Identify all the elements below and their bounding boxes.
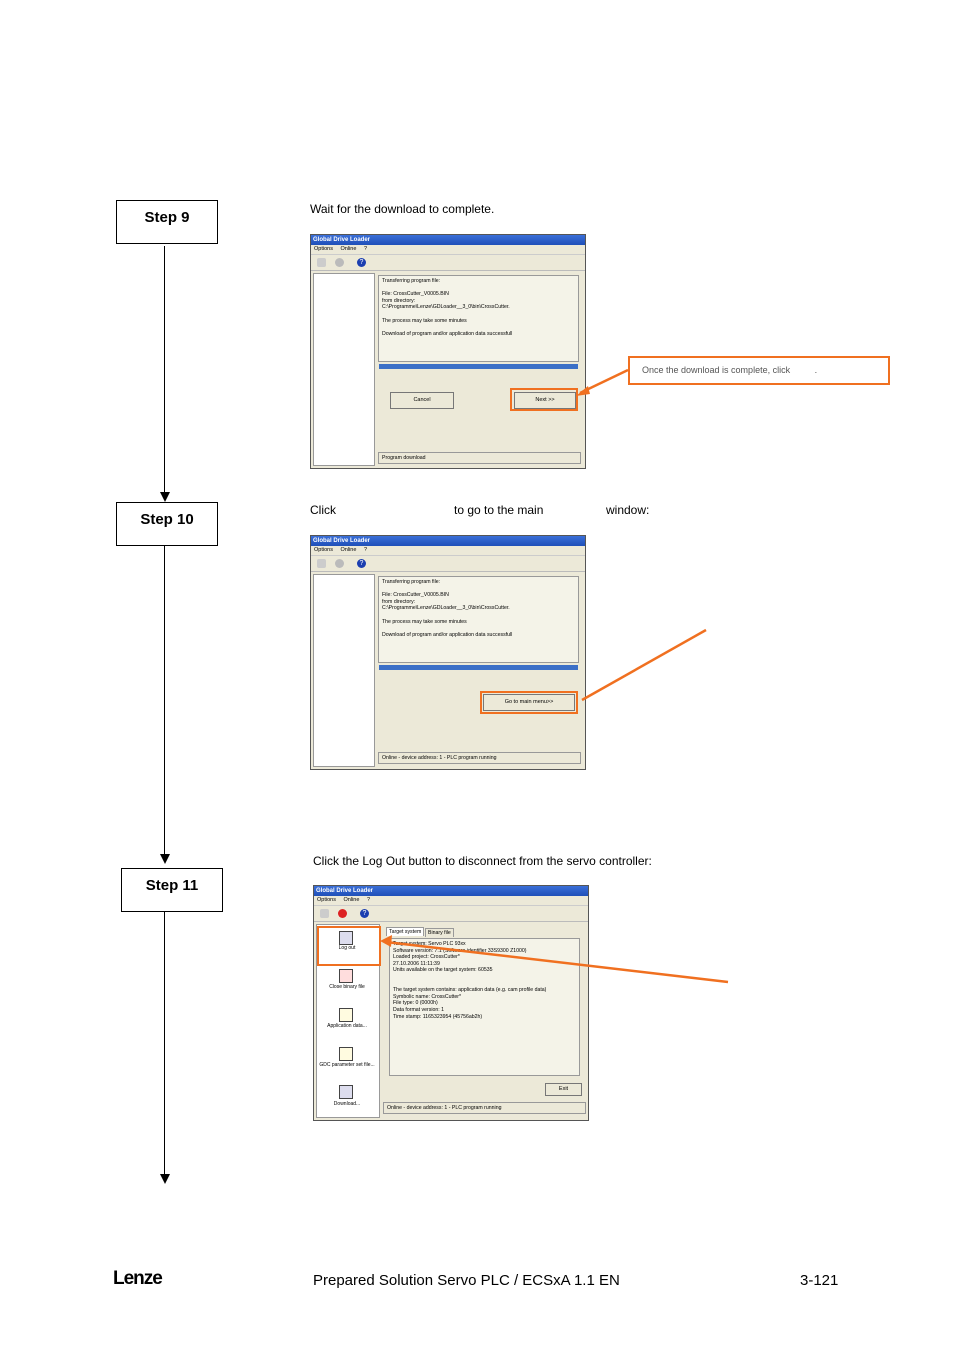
menu-options[interactable]: Options [314, 547, 333, 553]
gdl-window-download: Global Drive Loader Options Online ? ? T… [310, 234, 586, 469]
left-pane [313, 574, 375, 767]
toolbar: ? [311, 556, 585, 572]
door-icon[interactable] [317, 559, 326, 568]
lenze-logo: Lenze [113, 1268, 163, 1289]
window-title: Global Drive Loader [311, 235, 585, 245]
log-pane: Transferring program file: File: CrossCu… [378, 576, 579, 663]
highlight-logout-button [317, 926, 381, 966]
step-9-label: Step 9 [144, 209, 190, 226]
gdl-window-complete: Global Drive Loader Options Online ? ? T… [310, 535, 586, 770]
window-title: Global Drive Loader [314, 886, 588, 896]
stop-icon[interactable] [335, 559, 344, 568]
flow-line-3 [164, 912, 165, 1174]
next-button[interactable]: Next >> [514, 392, 576, 409]
main-menu-button[interactable]: Go to main menu>> [483, 694, 575, 711]
download-icon[interactable] [339, 1085, 353, 1099]
application-data-label[interactable]: Application data... [327, 1023, 367, 1029]
page-number: 3-121 [800, 1272, 839, 1289]
callout-arrowhead-step9 [576, 386, 590, 396]
menu-bar: Options Online ? [311, 546, 585, 556]
flow-line-1 [164, 246, 165, 494]
status-bar: Online - device address: 1 - PLC program… [383, 1102, 586, 1114]
callout-arrowhead-step11 [380, 935, 392, 947]
step-10-instruction-2: to go to the main [454, 503, 544, 517]
left-pane [313, 273, 375, 466]
help-icon[interactable]: ? [357, 559, 366, 568]
step-11-label: Step 11 [145, 877, 199, 894]
close-binary-file-label[interactable]: Close binary file [329, 984, 365, 990]
left-pane: Log out Close binary file Application da… [316, 924, 380, 1118]
footer-title: Prepared Solution Servo PLC / ECSxA 1.1 … [313, 1272, 620, 1289]
progress-bar [379, 364, 578, 369]
stop-icon[interactable] [335, 258, 344, 267]
highlight-main-menu-button [480, 691, 578, 714]
menu-help[interactable]: ? [363, 547, 367, 553]
gdc-parameter-icon[interactable] [339, 1047, 353, 1061]
step-11-instruction: Click the Log Out button to disconnect f… [313, 854, 652, 868]
menu-options[interactable]: Options [317, 897, 336, 903]
flow-arrowhead-2 [160, 854, 170, 864]
menu-online[interactable]: Online [340, 547, 357, 553]
exit-button[interactable]: Exit [545, 1083, 582, 1096]
highlight-next-button [510, 388, 578, 411]
menu-online[interactable]: Online [343, 897, 360, 903]
step-10-instruction-1: Click [310, 503, 336, 517]
callout-text-end: . [814, 365, 818, 375]
logout-label[interactable]: Log out [338, 945, 356, 951]
status-bar: Program download [378, 452, 581, 464]
progress-bar [379, 665, 578, 670]
logout-icon[interactable] [339, 931, 353, 945]
step-9-instruction: Wait for the download to complete. [310, 202, 495, 216]
step-10-instruction-3: window: [606, 503, 650, 517]
download-label[interactable]: Download... [333, 1101, 361, 1107]
gdl-window-main: Global Drive Loader Options Online ? ? L… [313, 885, 589, 1121]
tab-target-system[interactable]: Target system [386, 927, 425, 936]
toolbar: ? [311, 255, 585, 271]
toolbar: ? [314, 906, 588, 922]
door-icon[interactable] [317, 258, 326, 267]
status-bar: Online - device address: 1 - PLC program… [378, 752, 581, 764]
cancel-button[interactable]: Cancel [390, 392, 454, 409]
application-data-icon[interactable] [339, 1008, 353, 1022]
menu-help[interactable]: ? [366, 897, 370, 903]
help-icon[interactable]: ? [357, 258, 366, 267]
tab-binary-file[interactable]: Binary file [425, 928, 454, 937]
window-title: Global Drive Loader [311, 536, 585, 546]
close-binary-file-icon[interactable] [339, 969, 353, 983]
stop-icon[interactable] [338, 909, 347, 918]
menu-options[interactable]: Options [314, 246, 333, 252]
menu-bar: Options Online ? [314, 896, 588, 906]
step-10-box: Step 10 [116, 502, 218, 546]
help-icon[interactable]: ? [360, 909, 369, 918]
callout-text: Once the download is complete, click [642, 365, 791, 375]
callout-line-step10 [581, 628, 707, 702]
step-10-label: Step 10 [140, 511, 194, 528]
menu-help[interactable]: ? [363, 246, 367, 252]
flow-line-2 [164, 546, 165, 854]
step-9-box: Step 9 [116, 200, 218, 244]
callout-line-step11 [385, 940, 729, 984]
menu-online[interactable]: Online [340, 246, 357, 252]
step-11-box: Step 11 [121, 868, 223, 912]
gdc-parameter-label[interactable]: GDC parameter set file... [319, 1062, 375, 1068]
flow-arrowhead-1 [160, 492, 170, 502]
flow-arrowhead-3 [160, 1174, 170, 1184]
door-icon[interactable] [320, 909, 329, 918]
log-pane: Transferring program file: File: CrossCu… [378, 275, 579, 362]
callout-download-complete: Once the download is complete, click . [628, 356, 890, 385]
menu-bar: Options Online ? [311, 245, 585, 255]
